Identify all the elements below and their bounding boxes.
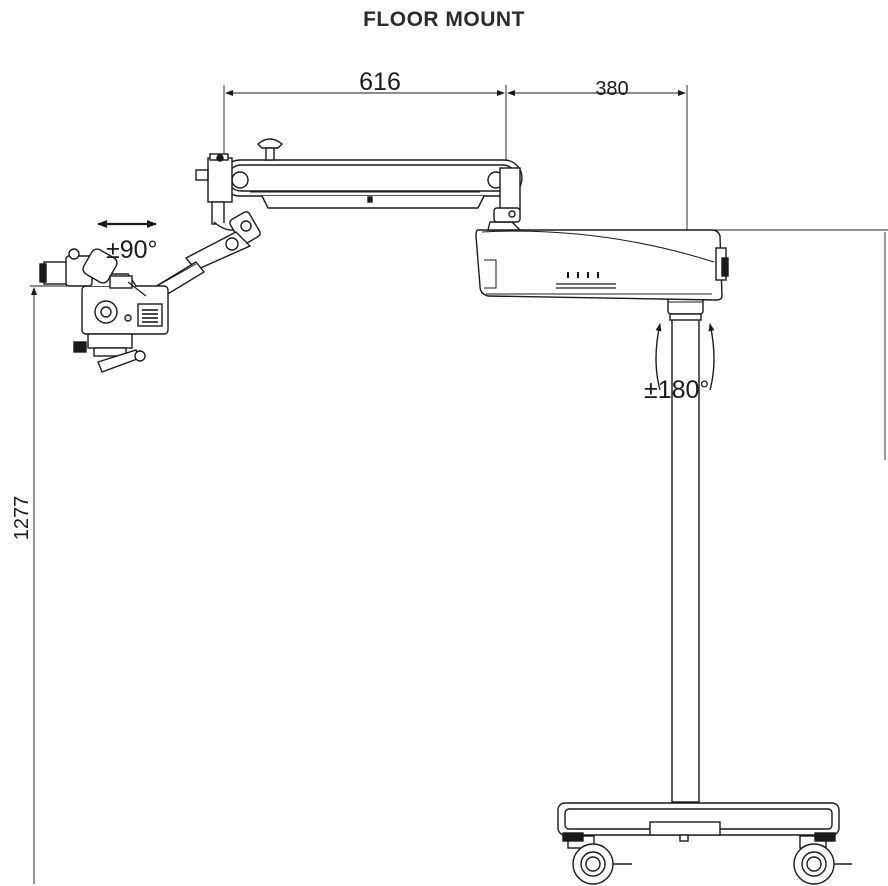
dimension-line-left [30, 285, 95, 884]
dimension-label-380: 380 [595, 78, 628, 100]
stand-base [557, 802, 852, 885]
rotation-arrows [655, 323, 715, 391]
rotation-label-180: ±180° [644, 376, 709, 404]
microscope-head [39, 248, 169, 373]
stand-column [667, 289, 704, 803]
dimension-line-right [712, 229, 888, 460]
support-arm [195, 138, 523, 223]
dimension-label-1277: 1277 [11, 496, 33, 541]
diagram-title: FLOOR MOUNT [363, 8, 525, 31]
rotation-label-90: ±90° [106, 236, 158, 264]
dimension-label-616: 616 [359, 68, 401, 96]
control-housing [475, 221, 729, 301]
